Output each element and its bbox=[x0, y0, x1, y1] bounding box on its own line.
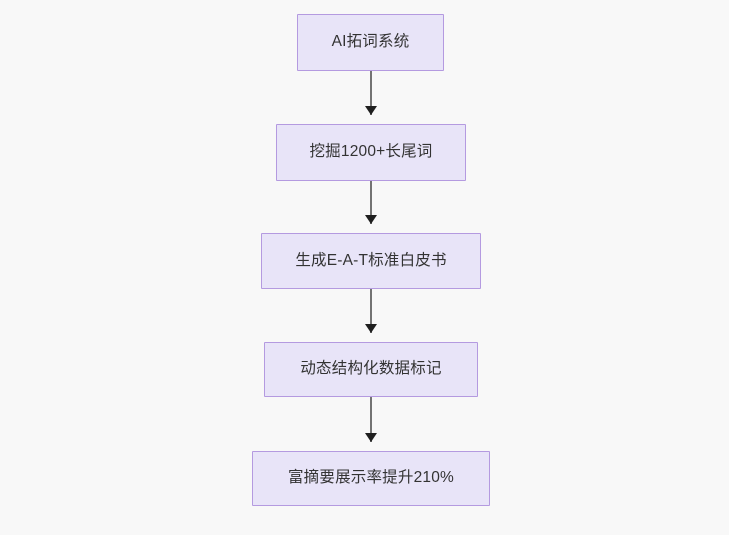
flow-node-n2[interactable]: 挖掘1200+长尾词 bbox=[276, 124, 466, 181]
flow-node-label: AI拓词系统 bbox=[331, 33, 410, 51]
flow-node-n4[interactable]: 动态结构化数据标记 bbox=[264, 342, 478, 397]
flow-edge-n3-n4 bbox=[370, 289, 372, 333]
flow-node-n3[interactable]: 生成E-A-T标准白皮书 bbox=[261, 233, 481, 289]
flow-edge-n1-n2 bbox=[370, 71, 372, 115]
flow-arrowhead-n2-n3 bbox=[365, 215, 377, 224]
flow-arrowhead-n4-n5 bbox=[365, 433, 377, 442]
flow-edge-n4-n5 bbox=[370, 397, 372, 442]
flow-node-label: 挖掘1200+长尾词 bbox=[309, 143, 433, 161]
flow-node-label: 生成E-A-T标准白皮书 bbox=[295, 251, 447, 269]
flow-node-label: 动态结构化数据标记 bbox=[300, 360, 442, 378]
flow-arrowhead-n3-n4 bbox=[365, 324, 377, 333]
flow-node-label: 富摘要展示率提升210% bbox=[287, 469, 455, 487]
flow-node-n1[interactable]: AI拓词系统 bbox=[297, 14, 444, 71]
flow-arrowhead-n1-n2 bbox=[365, 106, 377, 115]
flow-edge-n2-n3 bbox=[370, 181, 372, 224]
flow-node-n5[interactable]: 富摘要展示率提升210% bbox=[252, 451, 490, 506]
